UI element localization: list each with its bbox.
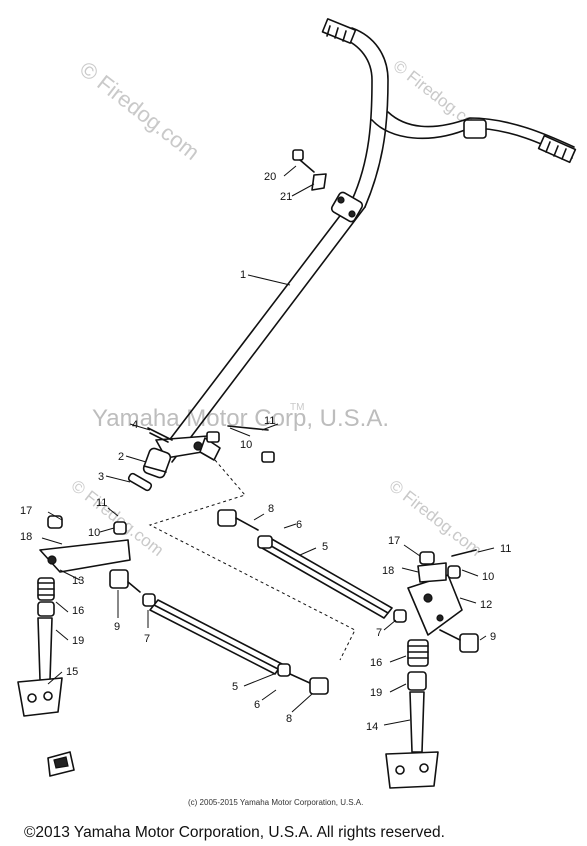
spindle-15 [17,617,63,717]
nut-7-left [142,593,156,607]
callout-12: 12 [480,599,492,611]
spring-16-left [37,577,55,601]
tie-rod-end-8-lower [289,673,329,695]
firedog-watermark-large: © Firedog.com [75,56,204,165]
callout-6-upper: 6 [296,519,302,531]
small-copyright: (c) 2005-2015 Yamaha Motor Corporation, … [188,798,363,807]
bolt-20 [292,149,315,173]
callout-2: 2 [118,451,124,463]
callout-18-left: 18 [20,531,32,543]
handlebar-shaft [157,18,577,463]
callout-6-lower: 6 [254,699,260,711]
nut-10-top [206,431,275,463]
callout-17-right: 17 [388,535,400,547]
callout-9-right: 9 [490,631,496,643]
callout-13: 13 [72,575,84,587]
cotter-11-top [227,425,269,431]
callout-14: 14 [366,721,378,733]
nut-17-left [47,515,63,529]
collar-19-left [37,601,55,617]
tie-rod-end-9-left [109,569,141,593]
callout-10-right: 10 [482,571,494,583]
cotter-11-right [451,549,477,557]
steering-arm-12 [407,574,463,636]
callout-19-left: 19 [72,635,84,647]
nut-10-right [447,565,461,579]
callout-5-lower: 5 [232,681,238,693]
callout-1: 1 [240,269,246,281]
firedog-watermark-right-mid: © Firedog.com [386,476,486,560]
nut-7-right [393,609,407,623]
callout-20: 20 [264,171,276,183]
tie-rod-lower [149,599,283,675]
callout-15: 15 [66,666,78,678]
plate-18-right [417,562,447,583]
nut-10-left [113,521,127,535]
callout-10-top: 10 [240,439,252,451]
nut-6-upper [257,535,273,549]
callout-4: 4 [132,419,138,431]
collar-19-right [407,671,427,691]
callout-16-right: 16 [370,657,382,669]
nut-17-right [419,551,435,565]
cotter-4 [147,427,173,443]
callout-21: 21 [280,191,292,203]
direction-arrow-icon [47,751,75,777]
callout-11-top: 11 [264,415,275,427]
bushing-2 [142,447,172,479]
callout-10-left: 10 [88,527,100,539]
callout-8-upper: 8 [268,503,274,515]
callout-18-right: 18 [382,565,394,577]
bracket-21 [311,173,327,191]
steering-arm-13 [39,539,131,573]
shaft-lower-end [155,435,221,461]
spindle-14 [385,691,439,789]
spring-16-right [407,639,429,667]
assembly-line-upper [148,459,356,661]
callout-5-upper: 5 [322,541,328,553]
leader-lines [41,165,495,726]
callout-17-left: 17 [20,505,32,517]
nut-6-lower [277,663,291,677]
callout-7-right: 7 [376,627,382,639]
callout-19-right: 19 [370,687,382,699]
callout-8-lower: 8 [286,713,292,725]
callout-3: 3 [98,471,104,483]
callout-11-left: 11 [96,497,107,509]
callout-labels: 1 20 21 4 2 3 11 10 8 6 5 11 10 17 18 13… [20,171,511,733]
callout-16-left: 16 [72,605,84,617]
trademark-watermark: TM [290,402,304,413]
tie-rod-end-8-upper [217,509,259,531]
tie-rod-end-9-right [439,629,479,653]
callout-9-left: 9 [114,621,120,633]
callout-11-right: 11 [500,543,511,555]
pin-3 [127,472,153,492]
callout-7-left: 7 [144,633,150,645]
copyright-notice: ©2013 Yamaha Motor Corporation, U.S.A. A… [24,824,445,841]
